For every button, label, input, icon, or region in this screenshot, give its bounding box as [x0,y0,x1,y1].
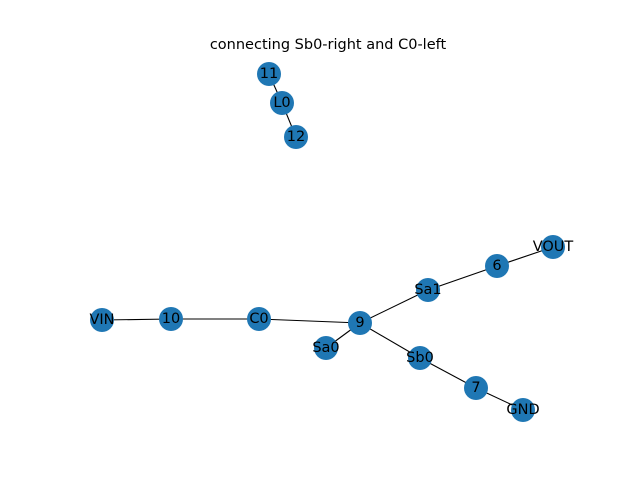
node-L0: L0 [270,91,294,115]
node-circle-L0 [270,91,294,115]
node-Sa1: Sa1 [414,278,442,302]
node-VIN: VIN [89,308,115,332]
node-9: 9 [348,311,372,335]
node-label-Sa1: Sa1 [414,282,441,298]
node-circle-11 [257,62,281,86]
node-label-7: 7 [471,380,480,396]
node-circle-7 [464,376,488,400]
node-7: 7 [464,376,488,400]
node-Sb0: Sb0 [406,346,434,370]
node-circle-Sb0 [408,346,432,370]
node-label-L0: L0 [273,95,290,111]
graph-title: connecting Sb0-right and C0-left [210,37,447,53]
node-label-10: 10 [162,311,180,327]
node-circle-VIN [90,308,114,332]
node-label-C0: C0 [249,311,268,327]
node-label-6: 6 [492,258,501,274]
node-C0: C0 [247,307,271,331]
node-label-VIN: VIN [89,312,114,328]
node-label-VOUT: VOUT [533,239,574,255]
node-circle-Sa1 [416,278,440,302]
edge-9-Sa1 [359,289,429,324]
node-10: 10 [159,307,183,331]
node-Sa0: Sa0 [312,336,340,360]
edge-Sa1-6 [427,265,498,291]
node-label-Sb0: Sb0 [406,350,434,366]
node-label-11: 11 [260,66,278,82]
node-circle-9 [348,311,372,335]
node-label-Sa0: Sa0 [312,340,339,356]
node-circle-GND [511,398,535,422]
node-12: 12 [284,125,308,149]
node-circle-12 [284,125,308,149]
node-11: 11 [257,62,281,86]
node-VOUT: VOUT [533,235,574,259]
node-circle-6 [485,254,509,278]
node-6: 6 [485,254,509,278]
node-label-GND: GND [506,402,539,418]
node-circle-VOUT [541,235,565,259]
node-circle-Sa0 [314,336,338,360]
node-GND: GND [506,398,540,422]
node-circle-C0 [247,307,271,331]
node-circle-10 [159,307,183,331]
node-label-12: 12 [287,129,305,145]
node-label-9: 9 [355,315,364,331]
edge-C0-9 [258,318,361,324]
